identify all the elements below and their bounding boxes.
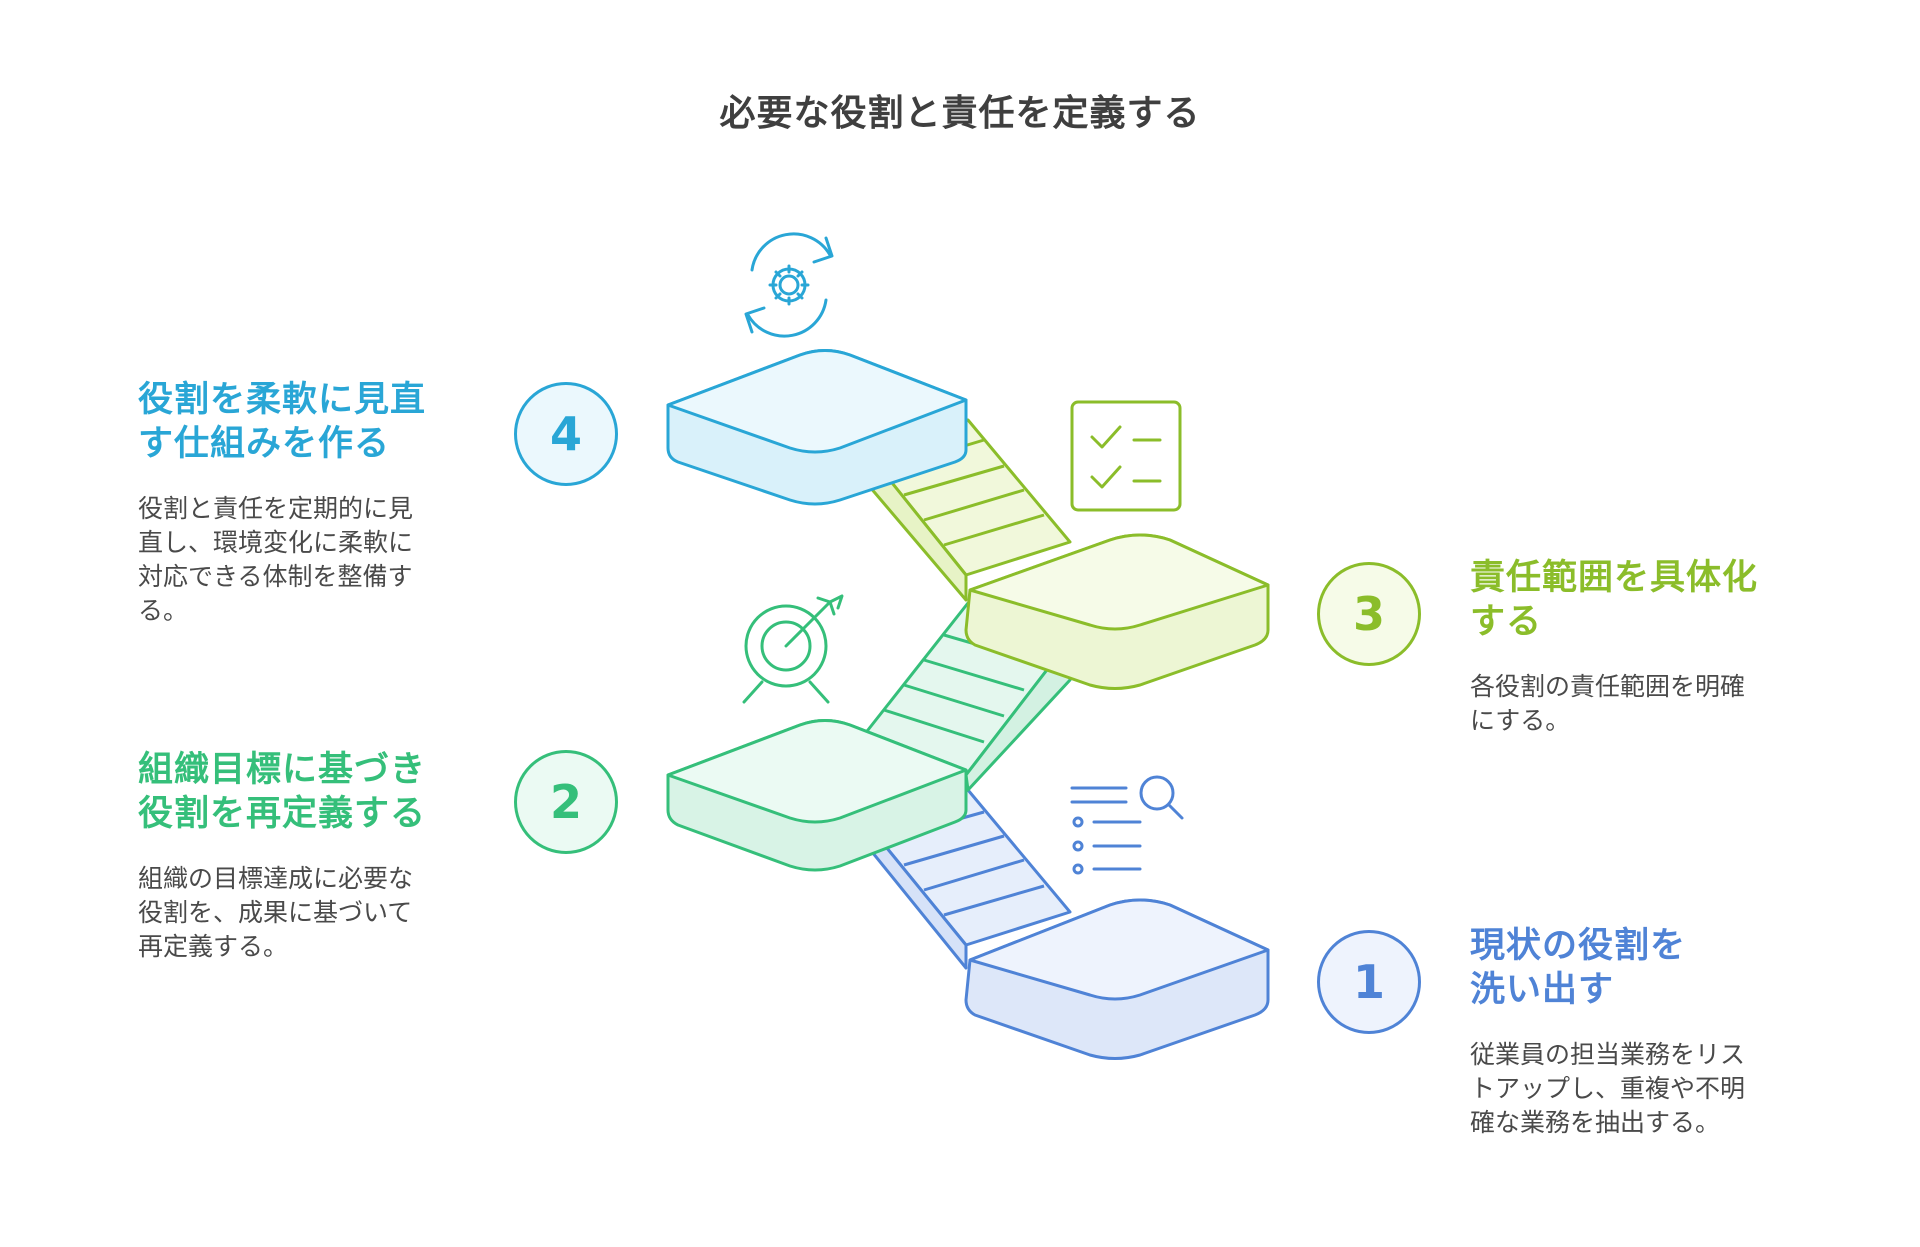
page-title: 必要な役割と責任を定義する (719, 93, 1201, 134)
platform-4 (666, 349, 968, 506)
step-2-desc-line-3: 再定義する。 (138, 932, 289, 961)
step-4-heading: 役割を柔軟に見直 す仕組みを作る (138, 378, 458, 466)
search-list-icon (1070, 775, 1184, 875)
step-3-number-badge: 3 (1317, 562, 1421, 666)
step-2-desc-line-2: 役割を、成果に基づいて (138, 898, 413, 927)
step-3-desc-line-1: 各役割の責任範囲を明確 (1470, 672, 1746, 701)
step-1-heading-line-1: 現状の役割を (1470, 926, 1687, 966)
step-3-heading: 責任範囲を具体化 する (1470, 556, 1790, 644)
step-1-heading-line-2: 洗い出す (1470, 970, 1615, 1010)
step-4-desc-line-2: 直し、環境変化に柔軟に (138, 528, 414, 557)
step-4-number-badge: 4 (514, 382, 618, 486)
step-4-description: 役割と責任を定期的に見 直し、環境変化に柔軟に 対応できる体制を整備す る。 (138, 492, 458, 628)
platform-3 (964, 533, 1270, 690)
step-2-heading-line-2: 役割を再定義する (138, 794, 427, 834)
platform-1 (964, 898, 1270, 1060)
step-1-desc-line-2: トアップし、重複や不明 (1470, 1074, 1746, 1103)
step-4-text: 役割を柔軟に見直 す仕組みを作る 役割と責任を定期的に見 直し、環境変化に柔軟に… (138, 378, 458, 628)
step-2-heading: 組織目標に基づき 役割を再定義する (138, 748, 458, 836)
checklist-icon (1070, 400, 1182, 512)
step-3-heading-line-2: する (1470, 602, 1543, 642)
step-2-text: 組織目標に基づき 役割を再定義する 組織の目標達成に必要な 役割を、成果に基づい… (138, 748, 458, 964)
step-4-desc-line-4: る。 (138, 596, 189, 625)
step-2-description: 組織の目標達成に必要な 役割を、成果に基づいて 再定義する。 (138, 862, 458, 964)
gear-cycle-icon (744, 232, 834, 338)
step-2-number-badge: 2 (514, 750, 618, 854)
step-4-desc-line-3: 対応できる体制を整備す (138, 562, 413, 591)
platform-2 (666, 719, 968, 872)
step-3-heading-line-1: 責任範囲を具体化 (1470, 558, 1759, 598)
step-1-text: 現状の役割を 洗い出す 従業員の担当業務をリス トアップし、重複や不明 確な業務… (1470, 924, 1790, 1140)
step-4-desc-line-1: 役割と責任を定期的に見 (138, 494, 414, 523)
step-1-heading: 現状の役割を 洗い出す (1470, 924, 1790, 1012)
step-4-heading-line-1: 役割を柔軟に見直 (138, 380, 427, 420)
step-1-number-badge: 1 (1317, 930, 1421, 1034)
step-4-heading-line-2: す仕組みを作る (138, 424, 391, 464)
step-1-description: 従業員の担当業務をリス トアップし、重複や不明 確な業務を抽出する。 (1470, 1038, 1790, 1140)
step-1-desc-line-1: 従業員の担当業務をリス (1470, 1040, 1746, 1069)
step-2-heading-line-1: 組織目標に基づき (138, 750, 427, 790)
step-2-desc-line-1: 組織の目標達成に必要な (138, 864, 414, 893)
step-3-desc-line-2: にする。 (1470, 706, 1571, 735)
step-3-description: 各役割の責任範囲を明確 にする。 (1470, 670, 1790, 738)
step-3-text: 責任範囲を具体化 する 各役割の責任範囲を明確 にする。 (1470, 556, 1790, 738)
target-icon (742, 594, 844, 704)
step-1-desc-line-3: 確な業務を抽出する。 (1470, 1108, 1721, 1137)
